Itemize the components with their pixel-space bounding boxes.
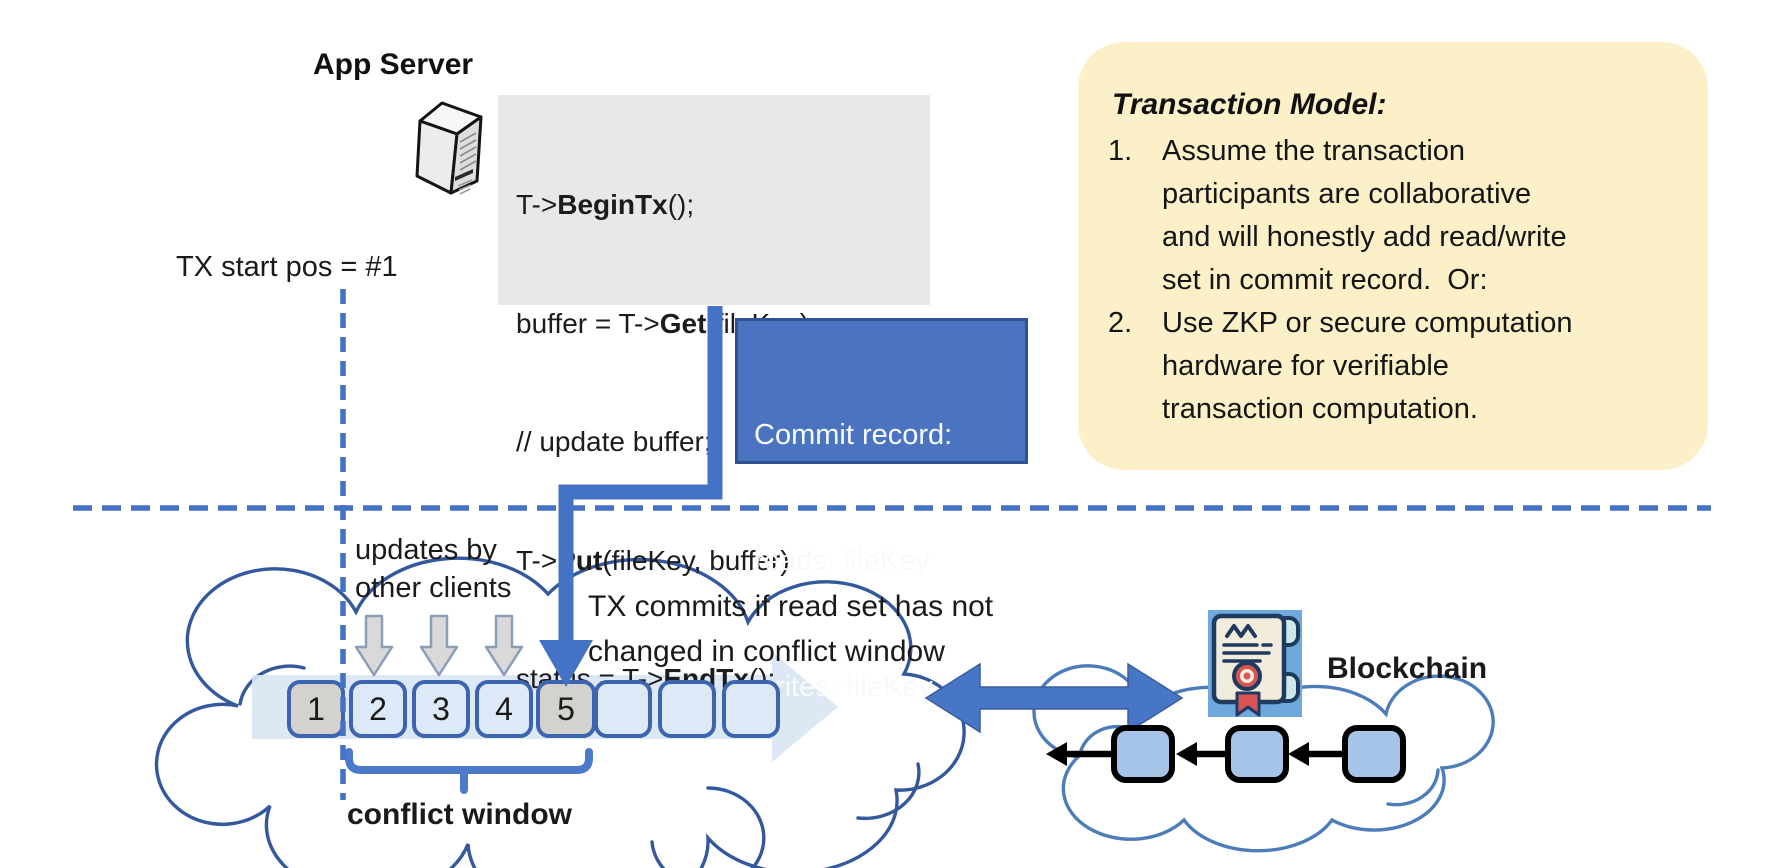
code-text: (); bbox=[667, 189, 695, 220]
list-line: set in commit record. Or: bbox=[1162, 264, 1488, 296]
list-line: hardware for verifiable bbox=[1162, 350, 1449, 382]
ledger-block-empty bbox=[594, 680, 652, 738]
label-line: TX commits if read set has not bbox=[588, 590, 994, 623]
updates-by-label: updates by other clients bbox=[355, 531, 511, 607]
transaction-model-item: 1. Assume the transaction participants a… bbox=[1108, 130, 1708, 302]
transaction-model-title: Transaction Model: bbox=[1112, 88, 1387, 121]
ledger-block-1: 1 bbox=[287, 680, 345, 738]
commit-record-box: Commit record: reads: fileKey writes: fi… bbox=[735, 318, 1028, 703]
ledger-block-empty bbox=[658, 680, 716, 738]
list-line: transaction computation. bbox=[1162, 393, 1478, 425]
list-number: 2. bbox=[1108, 307, 1133, 339]
transaction-model-note: Transaction Model: 1. Assume the transac… bbox=[1078, 42, 1708, 470]
code-keyword: Put bbox=[557, 544, 603, 576]
ledger-block-4: 4 bbox=[475, 680, 533, 738]
tx-commits-label: TX commits if read set has not changed i… bbox=[588, 584, 993, 674]
ledger-block-3: 3 bbox=[412, 680, 470, 738]
list-text: Assume the transaction participants are … bbox=[1162, 130, 1567, 302]
list-line: participants are collaborative bbox=[1162, 178, 1532, 210]
code-keyword: Get bbox=[659, 307, 707, 339]
ledger-block-2: 2 bbox=[349, 680, 407, 738]
list-line: Assume the transaction bbox=[1162, 135, 1466, 167]
commit-record-line: Commit record: bbox=[754, 419, 953, 451]
code-text: buffer = T-> bbox=[516, 307, 660, 339]
app-server-title: App Server bbox=[313, 48, 474, 81]
ledger-block-5: 5 bbox=[536, 680, 596, 738]
code-text: // update buffer; bbox=[516, 426, 712, 457]
label-line: other clients bbox=[355, 572, 512, 604]
ledger-block-empty bbox=[722, 680, 780, 738]
blockchain-label: Blockchain bbox=[1327, 652, 1488, 685]
label-line: changed in conflict window bbox=[588, 635, 945, 668]
code-keyword: BeginTx bbox=[557, 189, 668, 220]
code-line: T->BeginTx(); bbox=[516, 185, 930, 225]
label-line: updates by bbox=[355, 534, 497, 566]
transaction-code-block: T->BeginTx(); buffer = T->Get(fileKey); … bbox=[498, 95, 930, 694]
commit-record-line: reads: fileKey bbox=[754, 545, 930, 577]
transaction-model-item: 2. Use ZKP or secure computation hardwar… bbox=[1108, 302, 1708, 431]
conflict-window-label: conflict window bbox=[347, 798, 572, 831]
list-line: and will honestly add read/write bbox=[1162, 221, 1567, 253]
list-line: Use ZKP or secure computation bbox=[1162, 307, 1573, 339]
code-text: T-> bbox=[516, 189, 558, 220]
tx-start-pos-label: TX start pos = #1 bbox=[176, 251, 398, 283]
code-text: T-> bbox=[516, 544, 558, 576]
list-text: Use ZKP or secure computation hardware f… bbox=[1162, 302, 1573, 431]
list-number: 1. bbox=[1108, 135, 1133, 167]
